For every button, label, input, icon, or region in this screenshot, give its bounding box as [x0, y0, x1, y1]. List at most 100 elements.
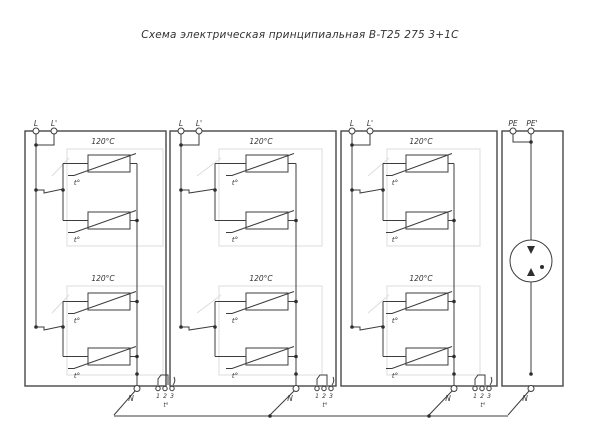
junction-dot	[213, 325, 217, 329]
thermistor-label: t°	[74, 179, 80, 187]
group-outline	[218, 148, 323, 247]
junction-dot	[350, 188, 354, 192]
connector-pin	[169, 385, 175, 392]
thermistor-label: t°	[74, 317, 80, 325]
temp-label: 120°C	[91, 274, 115, 283]
section-wiring	[180, 134, 297, 416]
thermistor-label: t°	[392, 372, 398, 380]
junction-dot	[294, 354, 298, 359]
pin-label: 3	[170, 393, 174, 400]
section-wiring	[35, 134, 138, 416]
terminal-label: L'	[367, 119, 373, 128]
temp-label: 120°C	[91, 137, 115, 146]
connector-label: t°	[480, 402, 485, 409]
junction-dot	[268, 414, 272, 418]
neutral-terminal	[527, 385, 535, 392]
junction-dot	[350, 143, 354, 147]
temp-label: 120°C	[409, 274, 433, 283]
thermistor-label: t°	[232, 317, 238, 325]
junction-dot	[381, 188, 385, 192]
thermistor-label: t°	[392, 317, 398, 325]
thermostat-connector	[474, 374, 493, 386]
component-outline	[51, 148, 164, 376]
connector-pin	[314, 385, 320, 392]
pin-label: 1	[473, 393, 477, 400]
terminal-l-prime	[50, 127, 58, 135]
junction-dot	[529, 372, 533, 376]
terminal-l-prime	[366, 127, 374, 135]
junction-dot	[452, 299, 456, 304]
junction-dot	[381, 325, 385, 329]
thermistor-label: t°	[232, 179, 238, 187]
neutral-terminal	[450, 385, 458, 392]
thermistor-label: t°	[232, 372, 238, 380]
junction-dot	[179, 143, 183, 147]
junction-dot	[529, 140, 533, 144]
terminal-label: L	[350, 119, 354, 128]
junction-dot	[135, 218, 139, 223]
junction-dot	[135, 372, 139, 376]
pin-label: 1	[315, 393, 319, 400]
junction-dot	[34, 143, 38, 147]
neutral-label: N	[128, 394, 134, 403]
connector-label: t°	[322, 402, 327, 409]
section-wiring	[351, 134, 455, 416]
connector-pin	[328, 385, 334, 392]
junction-dot	[452, 372, 456, 376]
thermistor-slash	[226, 153, 295, 369]
arrow-down-icon	[527, 246, 535, 254]
thermistor-slash	[386, 153, 453, 369]
terminal-pe	[509, 127, 517, 135]
junction-dot	[294, 218, 298, 223]
pin-label: 3	[329, 393, 333, 400]
thermistor-label: t°	[392, 236, 398, 244]
junction-dots	[179, 143, 298, 376]
pin-label: 2	[163, 393, 167, 400]
group-outline	[218, 285, 323, 376]
heater-section-2: L L' 120°C 120°C t° t° t° t° N 1 2 3 t°	[169, 119, 337, 416]
junction-dot	[294, 372, 298, 376]
junction-dot	[179, 325, 183, 329]
junction-dot	[350, 325, 354, 329]
terminal-label: L'	[51, 119, 57, 128]
schematic-title: Схема электрическая принципиальная В-Т25…	[141, 29, 459, 41]
terminal-l	[177, 127, 185, 135]
terminal-label: PE	[508, 119, 518, 128]
junction-dot	[452, 354, 456, 359]
component-outline	[367, 148, 481, 376]
heater-section-3: L L' 120°C 120°C t° t° t° t° N 1 2 3 t°	[340, 119, 498, 416]
connector-pin	[162, 385, 168, 392]
group-outline	[66, 148, 164, 247]
junction-dots	[350, 143, 456, 376]
group-outline	[66, 285, 164, 376]
junction-dots	[34, 143, 139, 376]
connector-label: t°	[163, 402, 168, 409]
contact-dot	[540, 265, 544, 269]
neutral-bus	[114, 414, 508, 418]
thermistor-label: t°	[392, 179, 398, 187]
thermistor-label: t°	[74, 236, 80, 244]
pe-section: PE PE' N	[501, 119, 564, 416]
neutral-label: N	[445, 394, 451, 403]
enclosure-outline	[24, 130, 167, 387]
terminal-label: L	[179, 119, 183, 128]
leader-line	[367, 157, 390, 314]
plug-socket-symbol	[509, 239, 553, 283]
terminal-pe-prime	[527, 127, 535, 135]
thermostat-connector	[316, 374, 335, 386]
connector-pin	[155, 385, 161, 392]
neutral-terminal	[292, 385, 300, 392]
connector-pin	[472, 385, 478, 392]
arrow-up-icon	[527, 268, 535, 276]
heater-section-1: L L' 120°C 120°C t° t° t° t° N 1 2 3 t°	[24, 119, 176, 416]
terminal-l-prime	[195, 127, 203, 135]
junction-dot	[61, 188, 65, 192]
temp-label: 120°C	[249, 137, 273, 146]
junction-dot	[452, 218, 456, 223]
component-outline	[196, 148, 323, 376]
pin-label: 3	[487, 393, 491, 400]
connector-pin	[486, 385, 492, 392]
terminal-label: PE'	[526, 119, 537, 128]
pin-label: 2	[322, 393, 326, 400]
